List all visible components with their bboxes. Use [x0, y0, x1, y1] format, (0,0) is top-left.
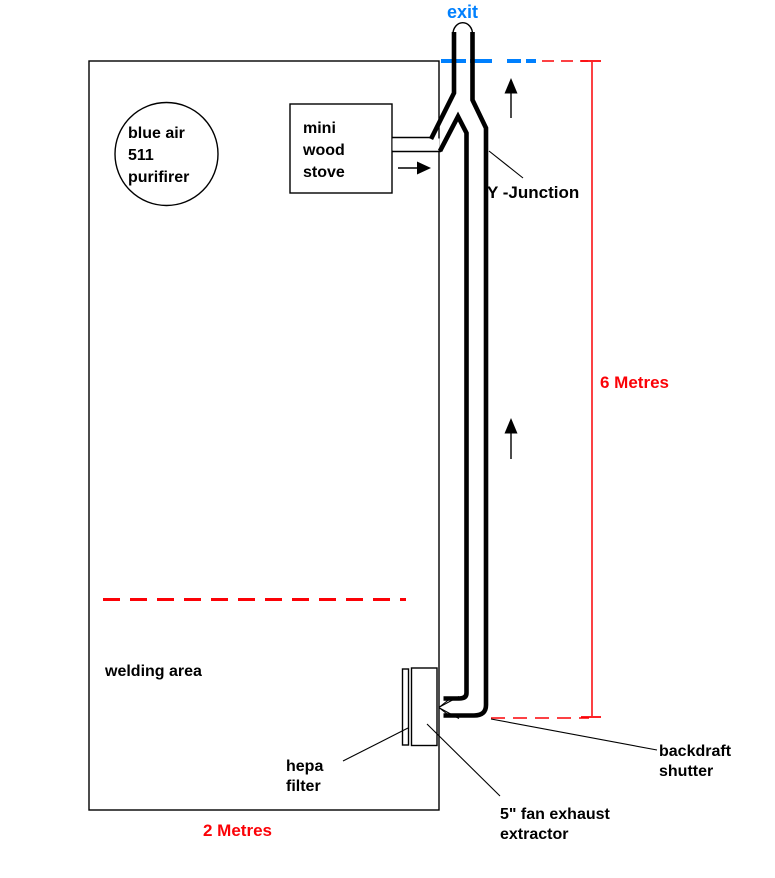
width-dimension-label: 2 Metres — [203, 821, 272, 840]
y-junction-label: Y -Junction — [487, 183, 580, 202]
pipe-right-wall — [443, 32, 489, 718]
fan-cone-line — [439, 699, 450, 708]
pipe-left-wall — [428, 32, 457, 141]
backdraft-shutter-label: backdraft shutter — [659, 743, 732, 780]
stove-box — [289, 103, 393, 194]
fan-cone-line — [439, 696, 460, 708]
hepa-filter-label: hepa filter — [286, 758, 324, 795]
fan-cone-lines — [439, 696, 460, 719]
y-junction-pointer-line — [488, 150, 524, 179]
arrow-right-icon — [398, 161, 431, 175]
arrow-head — [504, 418, 518, 434]
fan-cone-line — [439, 707, 460, 719]
arrow-up-icon — [504, 418, 518, 459]
hepa-filter-box — [401, 668, 410, 746]
arrow-head — [504, 78, 518, 94]
pipe-inner-wall — [437, 111, 469, 701]
stove-duct-interior — [392, 138, 440, 151]
exit-label: exit — [447, 2, 479, 22]
arrow-up-icon — [504, 78, 518, 118]
height-dimension-label: 6 Metres — [600, 373, 669, 392]
welding-area-label: welding area — [105, 663, 202, 680]
chimney-cap — [452, 22, 474, 35]
backdraft-pointer-line — [490, 718, 658, 751]
room-outline — [88, 60, 440, 811]
fan-cone-line — [439, 707, 450, 716]
stove-label: mini wood stove — [303, 120, 345, 181]
arrow-head — [417, 161, 431, 175]
fan-pointer-line — [426, 723, 501, 797]
fan-box — [410, 667, 438, 747]
fan-label: 5" fan exhaust extractor — [500, 806, 610, 843]
purifier-label: blue air 511 purifirer — [128, 125, 190, 186]
hepa-filter-pointer-line — [342, 727, 409, 762]
purifier-circle — [114, 101, 219, 207]
